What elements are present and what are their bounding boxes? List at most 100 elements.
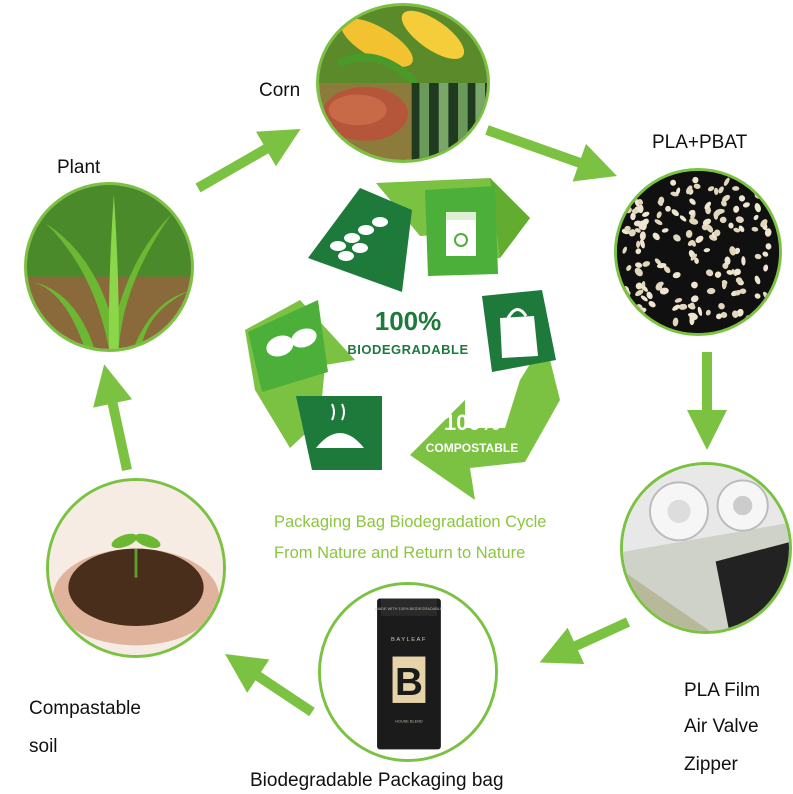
pellet-granule bbox=[678, 303, 688, 310]
pellet-granule bbox=[697, 306, 703, 316]
label-soil-line2: soil bbox=[29, 736, 58, 757]
pellet-granule bbox=[658, 196, 665, 205]
pellet-granule bbox=[634, 228, 641, 233]
pellet-granule bbox=[672, 317, 679, 327]
pellet-granule bbox=[689, 218, 699, 225]
pellet-granule bbox=[762, 251, 769, 257]
pellet-panel bbox=[308, 188, 412, 292]
pellet-granule bbox=[729, 246, 736, 256]
pellet-granule bbox=[713, 229, 721, 237]
shopping-bag-icon bbox=[500, 308, 538, 358]
pellet-granule bbox=[690, 239, 696, 247]
granules-icon bbox=[266, 328, 317, 357]
pellet-granule bbox=[665, 205, 671, 212]
pellet-granule bbox=[691, 281, 698, 289]
arrow-soil-to-plant bbox=[93, 364, 133, 472]
pellet-granule bbox=[639, 231, 646, 241]
pellet-granule bbox=[656, 263, 667, 269]
svg-text:HOUSE BLEND: HOUSE BLEND bbox=[395, 719, 423, 723]
pellet-granule bbox=[763, 264, 769, 272]
label-corn: Corn bbox=[259, 80, 301, 101]
paper-bag-icon bbox=[446, 212, 476, 256]
pellet-granule bbox=[738, 195, 746, 202]
pellet-granule bbox=[676, 187, 681, 195]
pellet-granule bbox=[753, 214, 759, 221]
pellet-granule bbox=[639, 239, 645, 249]
biodegradable-label: BIODEGRADABLE bbox=[347, 342, 468, 357]
pellet-granule bbox=[765, 243, 772, 250]
pellet-granule bbox=[742, 202, 750, 208]
pellet-granule bbox=[673, 234, 681, 242]
svg-text:MADE WITH 100% BIODEGRADABLE: MADE WITH 100% BIODEGRADABLE bbox=[375, 607, 443, 611]
pellet-granule bbox=[741, 256, 746, 266]
pellet-granule bbox=[718, 303, 725, 310]
arrow-corn-to-pla bbox=[485, 125, 617, 182]
soil-seedling-photo bbox=[46, 478, 226, 658]
pellet-granule bbox=[642, 211, 650, 217]
pellet-granule bbox=[738, 225, 745, 233]
pellet-granule bbox=[705, 309, 711, 316]
pellet-granule bbox=[661, 228, 669, 233]
pellet-granule bbox=[706, 287, 716, 295]
sweet-potato-icon bbox=[322, 86, 408, 141]
pellet-granule bbox=[642, 261, 651, 267]
pellet-granule bbox=[707, 186, 715, 192]
pellet-granule bbox=[670, 179, 677, 186]
pellet-granule bbox=[659, 287, 669, 295]
pellet-granule bbox=[642, 286, 648, 292]
pellet-granule bbox=[654, 219, 663, 225]
pellet-granule bbox=[722, 194, 731, 202]
pellet-granule bbox=[672, 272, 681, 279]
pellet-granule bbox=[622, 246, 627, 254]
pellet-granule bbox=[713, 187, 719, 196]
pellet-granule bbox=[635, 289, 644, 297]
valve-film-photo bbox=[620, 462, 792, 634]
pellet-granule bbox=[646, 291, 653, 300]
pellet-granule bbox=[723, 177, 730, 186]
pellet-granule bbox=[637, 204, 644, 214]
pellet-granule bbox=[690, 253, 698, 261]
arrow-film-to-bag bbox=[539, 617, 631, 665]
pellet-granule bbox=[695, 235, 704, 243]
pellet-granule bbox=[694, 257, 699, 264]
pellet-granule bbox=[663, 266, 671, 274]
pellet-granule bbox=[640, 295, 648, 302]
label-air-valve: Air Valve bbox=[684, 716, 759, 737]
soil-mound-icon bbox=[68, 548, 204, 626]
arrow-plant-to-corn bbox=[195, 129, 301, 193]
pellet-granule bbox=[735, 289, 741, 296]
pellet-granule bbox=[715, 208, 725, 215]
pellet-granule bbox=[760, 219, 768, 228]
pellet-granule bbox=[656, 281, 664, 288]
pellet-granule bbox=[721, 200, 727, 207]
cycle-caption-line2: From Nature and Return to Nature bbox=[274, 544, 526, 562]
pellets-photo bbox=[614, 168, 782, 336]
pellet-granule bbox=[628, 229, 636, 237]
pellet-granule bbox=[635, 282, 643, 290]
pellet-granule bbox=[679, 215, 687, 222]
compost-pile-icon bbox=[316, 403, 364, 448]
pellet-granule bbox=[671, 209, 679, 217]
pellet-granule bbox=[751, 226, 759, 232]
pellet-granule bbox=[732, 310, 739, 318]
pellet-granule bbox=[754, 275, 761, 285]
pellet-granule bbox=[705, 269, 714, 277]
pellet-granule bbox=[735, 277, 743, 284]
pellet-granule bbox=[754, 203, 761, 213]
pellet-granule bbox=[624, 225, 631, 232]
pellet-granule bbox=[726, 269, 734, 275]
pellet-granule bbox=[688, 209, 696, 216]
pellet-granule bbox=[734, 268, 741, 276]
pellet-granule bbox=[720, 311, 728, 318]
bag-photo: MADE WITH 100% BIODEGRADABLE BAYLEAF B H… bbox=[318, 582, 498, 762]
pellet-granule bbox=[690, 295, 699, 303]
svg-text:BAYLEAF: BAYLEAF bbox=[391, 637, 427, 643]
pellet-granule bbox=[635, 262, 643, 268]
corn-leaf-icon bbox=[31, 194, 190, 349]
pellet-granule bbox=[754, 253, 762, 260]
label-zipper: Zipper bbox=[684, 754, 738, 775]
compostable-label: COMPOSTABLE bbox=[426, 441, 518, 455]
label-plant: Plant bbox=[57, 157, 101, 178]
